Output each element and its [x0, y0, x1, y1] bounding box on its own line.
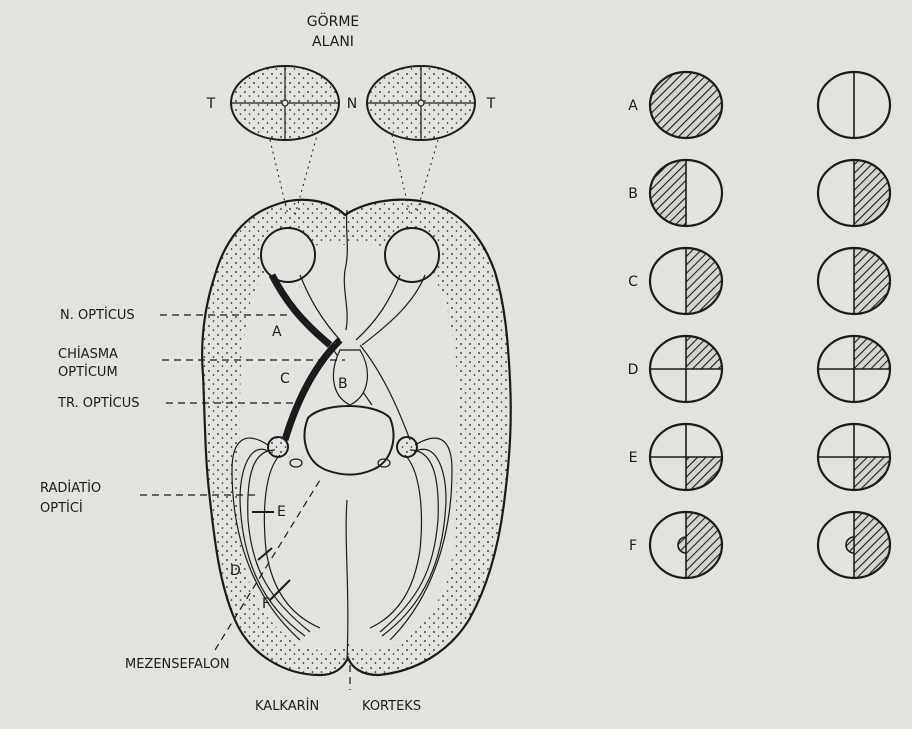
lesion-d: D	[230, 563, 241, 579]
label-chiasma-1: CHİASMA	[58, 346, 118, 362]
defect-label-d: D	[628, 362, 639, 378]
defect-a-right-eye	[818, 72, 890, 138]
defect-b-left-eye	[650, 160, 722, 226]
left-eye	[261, 228, 315, 282]
defect-f-right-eye	[818, 512, 890, 578]
defect-d-right-eye	[818, 336, 890, 402]
title-line-2: ALANI	[312, 34, 354, 50]
label-radiatio-2: OPTİCİ	[40, 500, 83, 516]
label-radiatio-1: RADİATİO	[40, 480, 101, 496]
label-chiasma-2: OPTİCUM	[58, 364, 118, 380]
label-mezensefalon: MEZENSEFALON	[125, 657, 230, 672]
label-kalkarin: KALKARİN	[255, 698, 319, 714]
left-visual-field	[231, 66, 339, 140]
defect-label-b: B	[628, 186, 638, 202]
label-n-opticus: N. OPTİCUS	[60, 307, 135, 323]
defect-shading	[854, 160, 890, 226]
defect-label-e: E	[629, 450, 638, 466]
defect-f-left-eye	[650, 512, 722, 578]
defect-label-c: C	[628, 274, 638, 290]
defect-shading	[686, 248, 722, 314]
nasal-mark: N	[347, 96, 357, 112]
defect-label-a: A	[628, 98, 638, 114]
defect-c-right-eye	[818, 248, 890, 314]
temporal-left-mark: T	[206, 96, 216, 112]
defect-e-left-eye	[650, 424, 722, 490]
defect-shading	[650, 160, 686, 226]
label-korteks: KORTEKS	[362, 699, 421, 714]
lesion-f: F	[262, 596, 270, 612]
defect-a-left-eye	[650, 72, 722, 138]
lesion-a: A	[272, 324, 282, 340]
defect-e-right-eye	[818, 424, 890, 490]
temporal-right-mark: T	[486, 96, 496, 112]
title-line-1: GÖRME	[307, 12, 360, 30]
label-tr-opticus: TR. OPTİCUS	[57, 395, 139, 411]
lesion-e: E	[277, 504, 286, 520]
defect-label-f: F	[629, 538, 637, 554]
defect-d-left-eye	[650, 336, 722, 402]
defect-shading	[854, 248, 890, 314]
right-eye	[385, 228, 439, 282]
visual-field-defects: A B C D E F	[628, 72, 890, 578]
lesion-c: C	[280, 371, 290, 387]
right-visual-field	[367, 66, 475, 140]
lesion-b: B	[338, 376, 348, 392]
defect-b-right-eye	[818, 160, 890, 226]
defect-c-left-eye	[650, 248, 722, 314]
